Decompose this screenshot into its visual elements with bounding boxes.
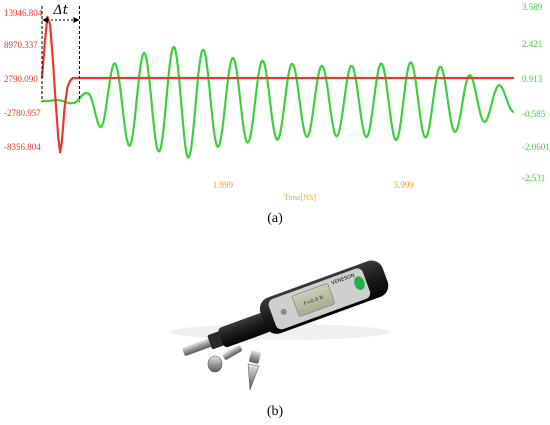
gauge-probe-shaft — [182, 336, 217, 356]
gauge-power-button — [354, 276, 365, 291]
delta-t-annotation: Δt — [41, 3, 80, 102]
x-axis-ticks: 1.999 3.999 — [213, 180, 415, 190]
series-line-green — [41, 45, 515, 159]
x-axis-tick: 1.999 — [213, 180, 234, 190]
flat-head-attachment — [207, 345, 242, 373]
left-axis-tick: 8970.337 — [4, 40, 38, 50]
right-axis-tick: -2.531 — [522, 173, 545, 183]
gauge-neck — [218, 312, 271, 348]
right-axis-tick: 0.913 — [522, 74, 543, 84]
force-gauge: F=0.0 N VENESON — [182, 260, 389, 356]
right-axis-tick: -2.0601 — [522, 142, 550, 152]
x-axis-tick: 3.999 — [394, 180, 415, 190]
left-axis-tick: 13946.804 — [4, 8, 43, 18]
chart-panel-a: 13946.804 8970.337 2790.090 -2780.957 -8356.… — [4, 2, 550, 202]
left-axis-tick: 2790.090 — [4, 74, 38, 84]
gauge-lcd — [292, 283, 335, 317]
x-axis-label: Time[NS] — [284, 193, 316, 202]
series-layer — [40, 15, 515, 159]
right-axis-tick: 3.589 — [522, 2, 543, 12]
series-line-red — [40, 15, 514, 154]
right-axis-tick: -0.585 — [522, 109, 546, 119]
gauge-logo-icon — [280, 308, 287, 315]
delta-t-label: Δt — [52, 3, 68, 18]
cone-attachment — [247, 350, 261, 391]
photo-panel-b: F=0.0 N VENESON — [170, 260, 390, 391]
left-axis-ticks: 13946.804 8970.337 2790.090 -2780.957 -8356.… — [4, 8, 43, 152]
panel-label-b: (b) — [267, 404, 284, 419]
right-axis-tick: 2.421 — [522, 39, 542, 49]
left-axis-tick: -2780.957 — [4, 108, 41, 118]
panel-label-a: (a) — [267, 211, 283, 226]
right-axis-ticks: 3.589 2.421 0.913 -0.585 -2.0601 -2.531 — [522, 2, 550, 183]
left-axis-tick: -8356.804 — [4, 142, 41, 152]
